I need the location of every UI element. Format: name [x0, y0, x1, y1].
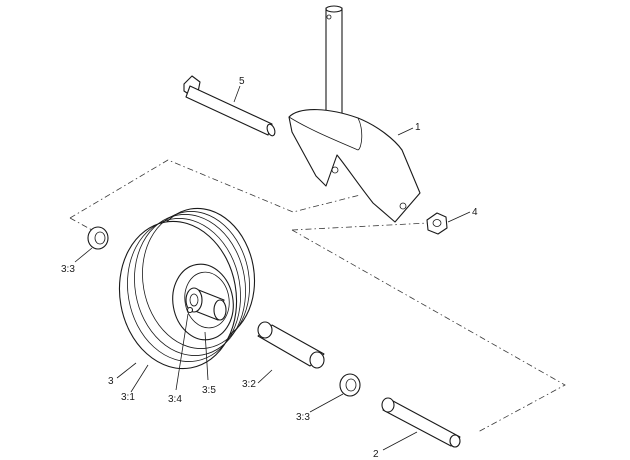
- callout-3-1: 3:1: [121, 392, 135, 403]
- spacer-washer-left: [87, 226, 109, 250]
- callout-3-3-right: 3:3: [296, 412, 310, 423]
- lock-nut: [426, 212, 448, 235]
- callout-3-2: 3:2: [242, 379, 256, 390]
- axle: [381, 397, 461, 448]
- callout-3-4: 3:4: [168, 394, 182, 405]
- bolt: [183, 75, 276, 137]
- assembly-lines: [69, 159, 566, 433]
- callout-3-5: 3:5: [202, 385, 216, 396]
- callout-3-3-left: 3:3: [61, 264, 75, 275]
- callout-3: 3: [108, 376, 114, 387]
- spacer-tube: [257, 321, 325, 369]
- leader-lines: [74, 85, 471, 451]
- caster-fork: [288, 5, 421, 223]
- callout-1: 1: [415, 122, 421, 133]
- spacer-washer-right: [339, 373, 361, 397]
- callout-2: 2: [373, 449, 379, 460]
- callout-5: 5: [239, 76, 245, 87]
- callout-4: 4: [472, 207, 478, 218]
- wheel-assembly: [118, 207, 256, 370]
